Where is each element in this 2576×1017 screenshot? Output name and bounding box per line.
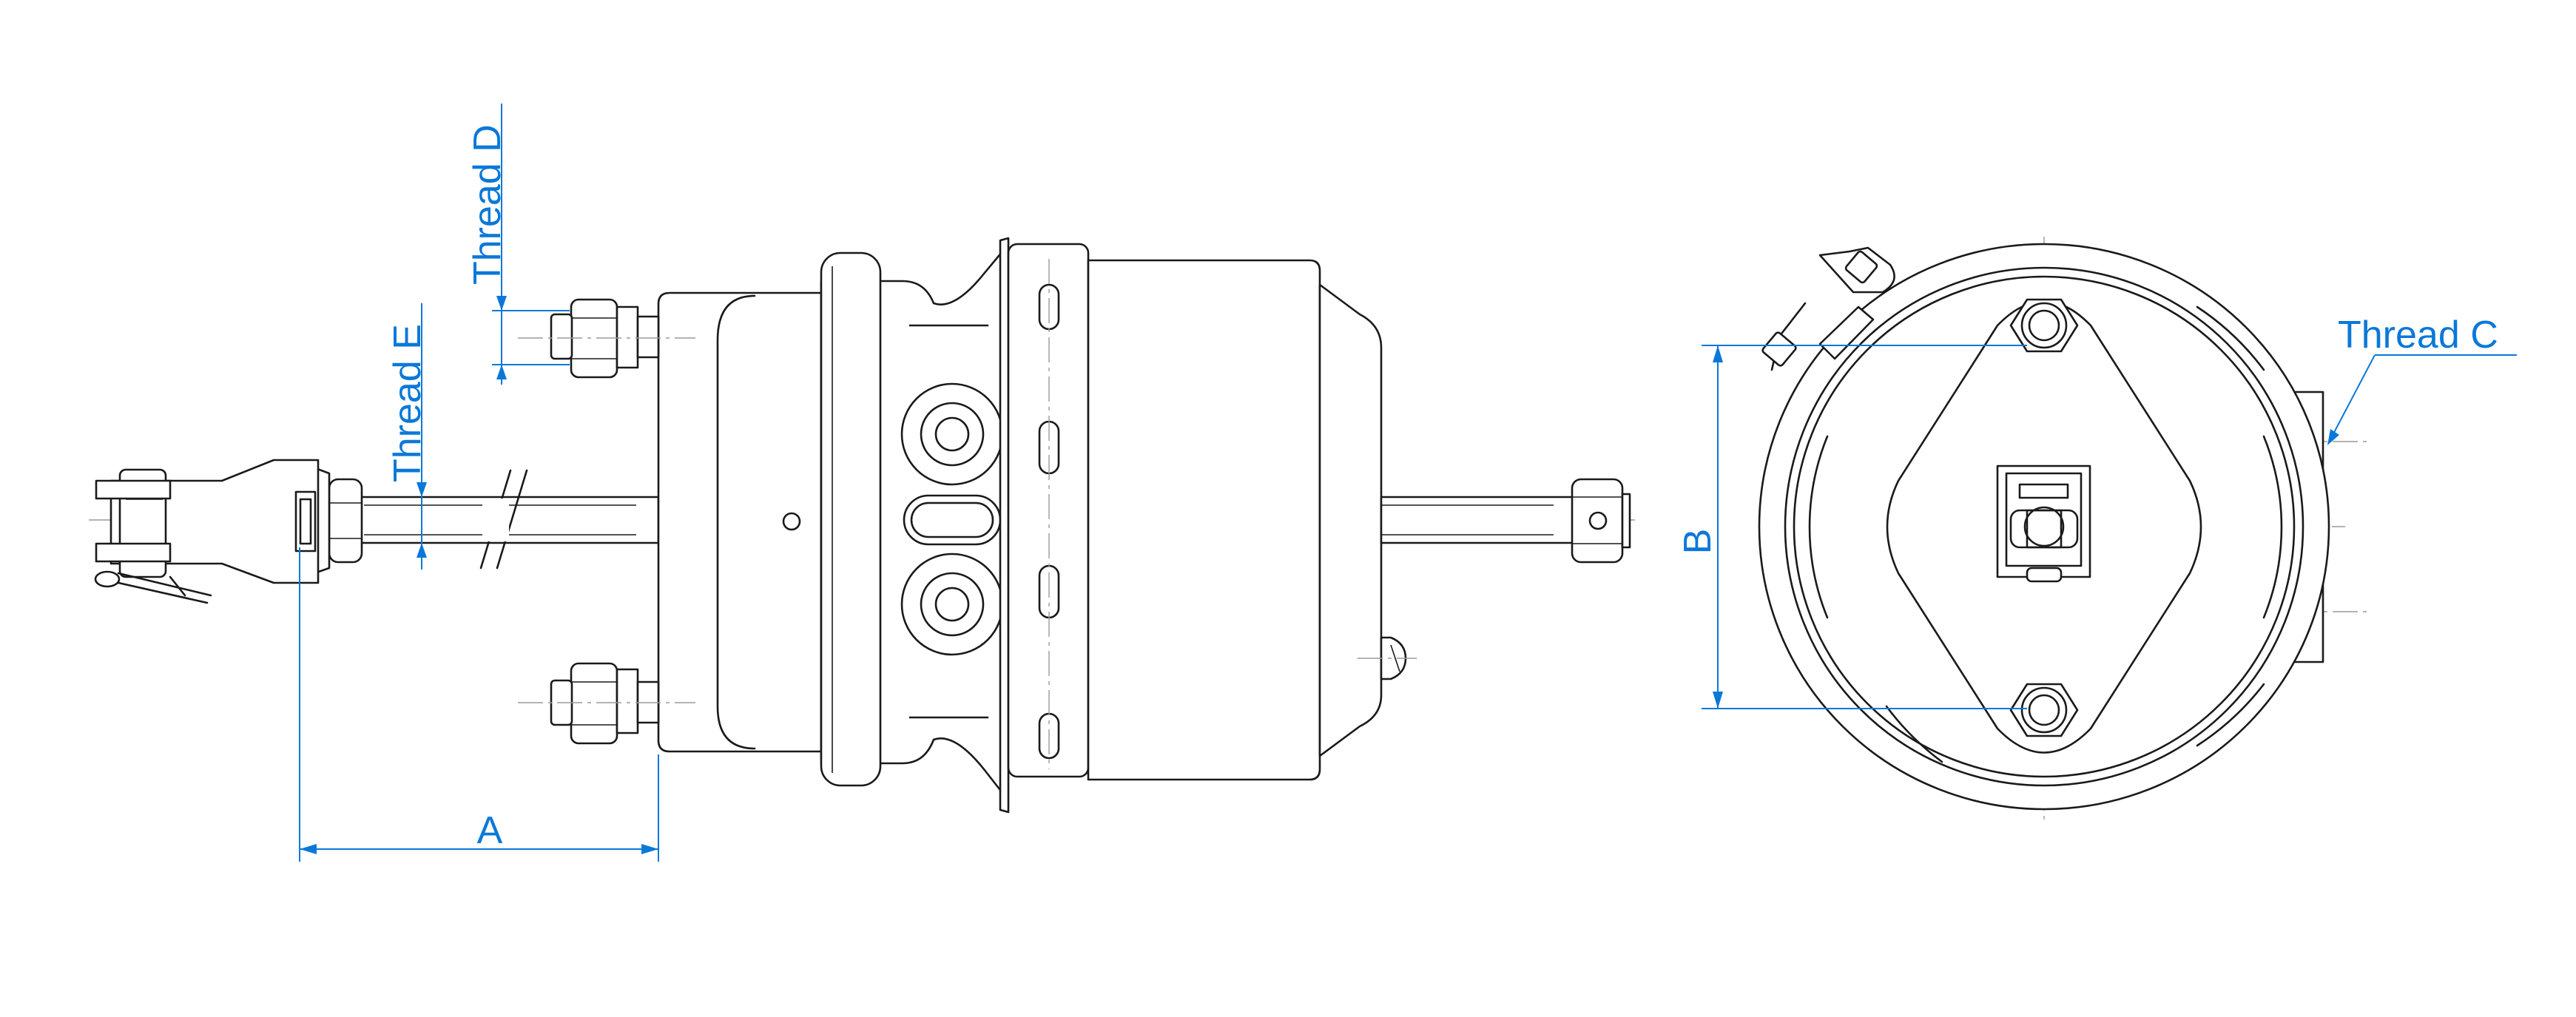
thread-c-leader — [2328, 354, 2376, 443]
release-rod — [1380, 478, 1631, 564]
central-rod-end — [1996, 464, 2091, 583]
air-inlet-bottom — [518, 662, 695, 745]
clamp-band — [1784, 266, 2304, 787]
clevis-fork — [94, 459, 331, 604]
service-chamber — [657, 291, 823, 753]
dimension-a-label: A — [477, 809, 503, 852]
front-view-dimensions: B Thread C — [1676, 314, 2517, 709]
thread-d-label: Thread D — [466, 124, 509, 285]
front-view — [1758, 237, 2367, 821]
thread-c-label: Thread C — [2338, 314, 2498, 357]
air-inlet-top — [518, 298, 695, 379]
thread-e-label: Thread E — [386, 324, 429, 482]
rod-lock-nut — [328, 478, 363, 564]
side-view-dimensions: Thread D Thread E A — [299, 104, 659, 862]
mounting-bolt-top — [2009, 298, 2079, 353]
push-rod — [360, 469, 660, 570]
flange-plate — [999, 237, 1090, 814]
dimension-b-label: B — [1676, 529, 1719, 555]
side-view — [89, 237, 1635, 814]
spring-brake-chamber — [1087, 259, 1417, 781]
port-body — [900, 324, 1004, 719]
mounting-bolt-bottom — [2009, 683, 2079, 737]
